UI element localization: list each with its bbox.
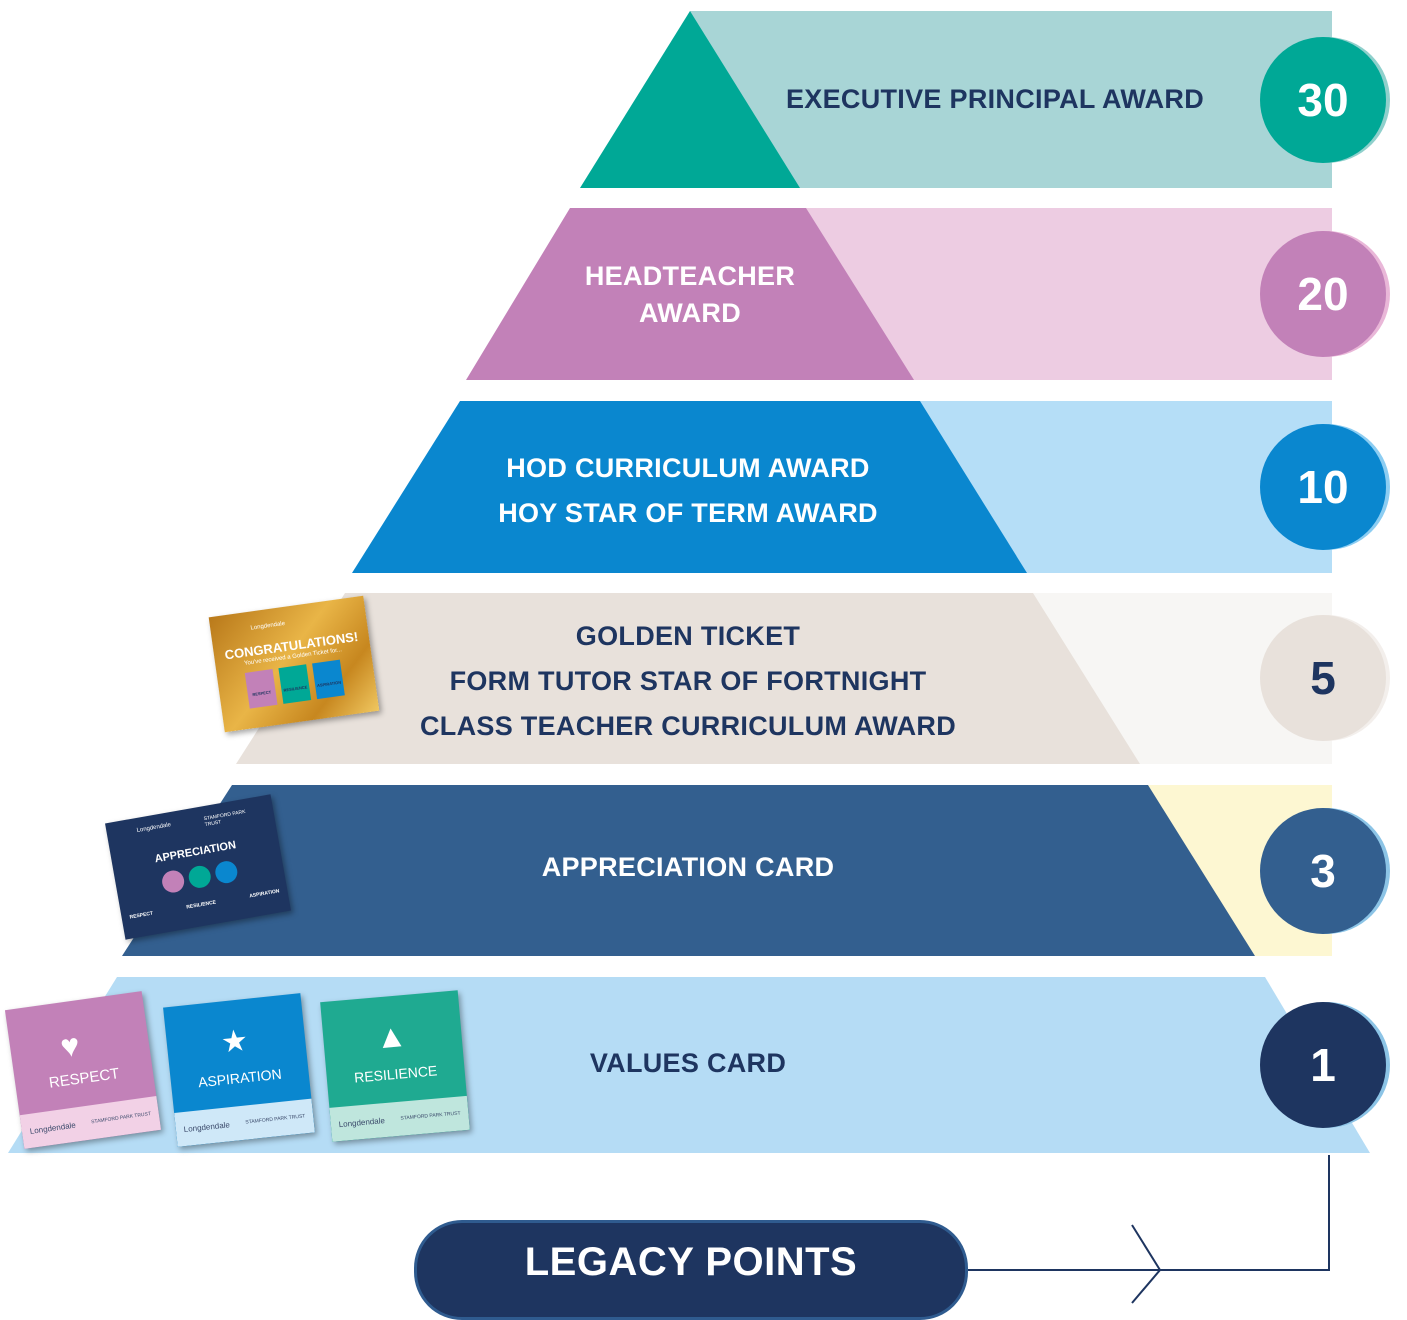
values-card-aspiration: ★ ASPIRATION Longdendale STAMFORD PARK T… bbox=[163, 993, 315, 1147]
points-badge-5: 5 bbox=[1260, 615, 1386, 741]
values-card-resilience: ▲ RESILIENCE Longdendale STAMFORD PARK T… bbox=[320, 990, 470, 1142]
golden-ticket-value-resilience: RESILIENCE bbox=[283, 684, 308, 693]
values-card-word: ASPIRATION bbox=[197, 1065, 283, 1091]
aspiration-box: ASPIRATION bbox=[312, 659, 345, 700]
tier-band bbox=[690, 11, 1332, 188]
tier-golden-ticket bbox=[236, 593, 1332, 764]
tier-label-line: EXECUTIVE PRINCIPAL AWARD bbox=[785, 84, 1205, 114]
golden-ticket-card: CONGRATULATIONS! You've received a Golde… bbox=[208, 595, 380, 733]
legacy-points-pill: LEGACY POINTS bbox=[414, 1220, 968, 1320]
trophy-star-icon: ★ bbox=[219, 1024, 250, 1060]
points-badge-20: 20 bbox=[1260, 231, 1386, 357]
tier-label-line: HOY STAR OF TERM AWARD bbox=[498, 498, 878, 528]
appreciation-value-respect: RESPECT bbox=[129, 910, 154, 921]
tier-trapezoid bbox=[466, 208, 914, 380]
tier-headteacher bbox=[466, 208, 1332, 380]
aspiration-circle-icon bbox=[213, 859, 240, 885]
tier-trapezoid bbox=[122, 785, 1255, 956]
resilience-box: RESILIENCE bbox=[278, 664, 312, 704]
golden-ticket-value-respect: RESPECT bbox=[252, 689, 272, 698]
tier-label-line: HEADTEACHER bbox=[584, 261, 796, 291]
tier-label-golden-ticket: GOLDEN TICKET FORM TUTOR STAR OF FORTNIG… bbox=[360, 614, 1016, 749]
points-badge-10: 10 bbox=[1260, 424, 1386, 550]
school-logo: Longdendale bbox=[136, 822, 172, 835]
tier-label-line: APPRECIATION CARD bbox=[541, 852, 835, 882]
tier-label-values-card: VALUES CARD bbox=[500, 1048, 876, 1079]
respect-box: RESPECT bbox=[244, 669, 278, 709]
appreciation-value-resilience: RESILIENCE bbox=[185, 899, 217, 911]
tier-label-line: HOD CURRICULUM AWARD bbox=[506, 453, 870, 483]
tier-trapezoid bbox=[352, 401, 1027, 573]
resilience-circle-icon bbox=[186, 864, 213, 890]
tier-executive-principal bbox=[580, 11, 1332, 188]
appreciation-value-aspiration: ASPIRATION bbox=[248, 888, 280, 900]
school-logo: Longdendale bbox=[183, 1119, 231, 1134]
points-badge-30: 30 bbox=[1260, 37, 1386, 163]
tier-label-line: CLASS TEACHER CURRICULUM AWARD bbox=[420, 711, 956, 741]
mountain-icon: ▲ bbox=[373, 1016, 409, 1056]
trust-logo: STAMFORD PARK TRUST bbox=[203, 808, 247, 829]
trust-logo: STAMFORD PARK TRUST bbox=[245, 1113, 306, 1126]
tier-triangle bbox=[580, 11, 800, 188]
trust-logo: STAMFORD PARK TRUST bbox=[90, 1111, 152, 1126]
tier-label-line: GOLDEN TICKET bbox=[575, 621, 801, 651]
values-card-word: RESILIENCE bbox=[353, 1062, 438, 1086]
school-logo: Longdendale bbox=[250, 620, 286, 632]
tier-label-executive-principal: EXECUTIVE PRINCIPAL AWARD bbox=[720, 84, 1270, 115]
tier-hod-curriculum bbox=[352, 401, 1332, 573]
legacy-connector bbox=[968, 1155, 1330, 1271]
tier-label-line: VALUES CARD bbox=[589, 1048, 787, 1078]
tier-label-line: FORM TUTOR STAR OF FORTNIGHT bbox=[449, 666, 927, 696]
respect-circle-icon bbox=[160, 868, 186, 895]
school-logo: Longdendale bbox=[29, 1120, 77, 1136]
points-badge-1: 1 bbox=[1260, 1002, 1386, 1128]
tier-label-hod-curriculum: HOD CURRICULUM AWARD HOY STAR OF TERM AW… bbox=[400, 446, 976, 536]
heart-handshake-icon: ♥ bbox=[58, 1026, 82, 1065]
points-badge-3: 3 bbox=[1260, 808, 1386, 934]
golden-ticket-value-aspiration: ASPIRATION bbox=[316, 679, 342, 688]
tier-label-line: AWARD bbox=[639, 298, 741, 328]
tier-trapezoid bbox=[236, 593, 1140, 764]
values-card-word: RESPECT bbox=[47, 1065, 121, 1092]
arrow-head bbox=[1131, 1224, 1162, 1304]
tier-label-appreciation: APPRECIATION CARD bbox=[440, 852, 936, 883]
tier-label-headteacher: HEADTEACHER AWARD bbox=[500, 258, 880, 332]
school-logo: Longdendale bbox=[338, 1115, 386, 1129]
tier-appreciation bbox=[122, 785, 1332, 956]
trust-logo: STAMFORD PARK TRUST bbox=[400, 1110, 461, 1122]
values-card-respect: ♥ RESPECT Longdendale STAMFORD PARK TRUS… bbox=[4, 991, 162, 1149]
